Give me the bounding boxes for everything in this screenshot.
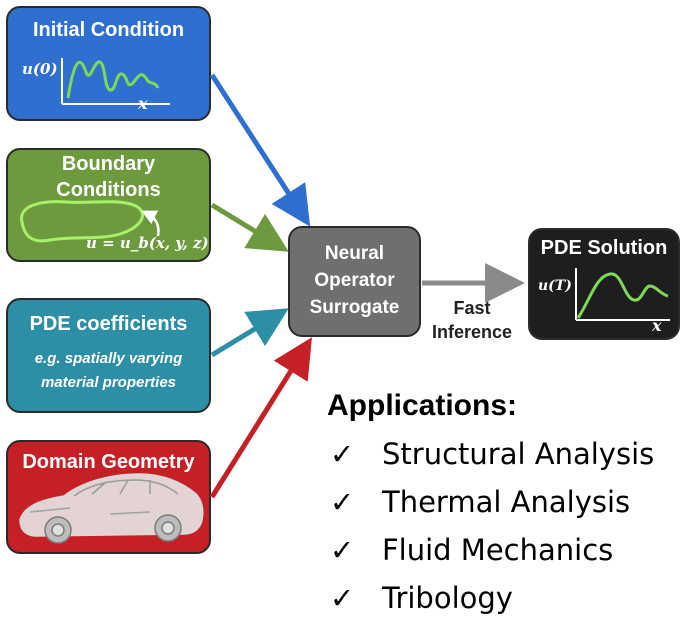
pde-coefficients-box: PDE coefficients e.g. spatially varying … — [6, 298, 211, 413]
boundary-blob-shape — [20, 200, 144, 243]
application-item: ✓ Tribology — [330, 580, 513, 616]
checkmark-icon: ✓ — [330, 533, 355, 567]
operator-line2: Operator — [314, 270, 395, 291]
pde-solution-box: PDE Solution u(T) x — [528, 228, 680, 340]
solution-curve — [576, 272, 669, 319]
pde-coefficients-title: PDE coefficients — [29, 313, 188, 335]
boundary-conditions-title-line1: Boundary — [61, 153, 156, 175]
boundary-formula: u = u_b(x, y, z) — [86, 234, 209, 252]
pde-coefficients-note-line2: material properties — [40, 374, 177, 391]
application-item: ✓ Fluid Mechanics — [330, 532, 613, 568]
arrow-boundary-to-operator — [210, 202, 289, 252]
boundary-conditions-title-line2: Conditions — [56, 179, 161, 201]
application-item: ✓ Structural Analysis — [330, 436, 654, 472]
solution-plot — [575, 268, 670, 321]
checkmark-icon: ✓ — [330, 437, 355, 471]
application-label: Thermal Analysis — [382, 485, 631, 519]
checkmark-icon: ✓ — [330, 581, 355, 615]
initial-condition-title: Initial Condition — [32, 19, 185, 41]
checkmark-icon: ✓ — [330, 485, 355, 519]
applications-title: Applications: — [327, 389, 518, 422]
initial-condition-ylabel: u(0) — [22, 60, 58, 78]
initial-condition-box: Initial Condition u(0) x — [6, 6, 211, 121]
arrow-geometry-to-operator — [209, 337, 312, 499]
pde-solution-ylabel: u(T) — [538, 278, 572, 294]
initial-condition-plot — [61, 58, 170, 105]
initial-condition-curve — [66, 60, 160, 99]
boundary-pointer-arrow — [141, 210, 160, 237]
application-label: Structural Analysis — [382, 437, 655, 471]
application-item: ✓ Thermal Analysis — [330, 484, 630, 520]
pde-solution-title: PDE Solution — [540, 237, 668, 259]
fast-inference-line1: Fast — [453, 298, 491, 318]
operator-line1: Neural — [324, 243, 385, 264]
pde-coefficients-note-line1: e.g. spatially varying — [34, 350, 183, 367]
application-label: Tribology — [382, 581, 513, 615]
domain-geometry-title: Domain Geometry — [22, 451, 195, 473]
operator-line3: Surrogate — [309, 297, 400, 318]
neural-operator-box: Neural Operator Surrogate — [288, 226, 421, 337]
boundary-conditions-box: Boundary Conditions u = u_b(x, y, z) — [6, 148, 211, 262]
fast-inference-line2: Inference — [431, 322, 513, 342]
car-geometry-image — [19, 473, 204, 544]
pde-solution-xlabel: x — [652, 316, 662, 335]
fast-inference-label: Fast Inference — [420, 296, 524, 344]
arrow-coefficients-to-operator — [210, 308, 289, 358]
application-label: Fluid Mechanics — [382, 533, 614, 567]
arrow-initial-to-operator — [209, 73, 311, 227]
